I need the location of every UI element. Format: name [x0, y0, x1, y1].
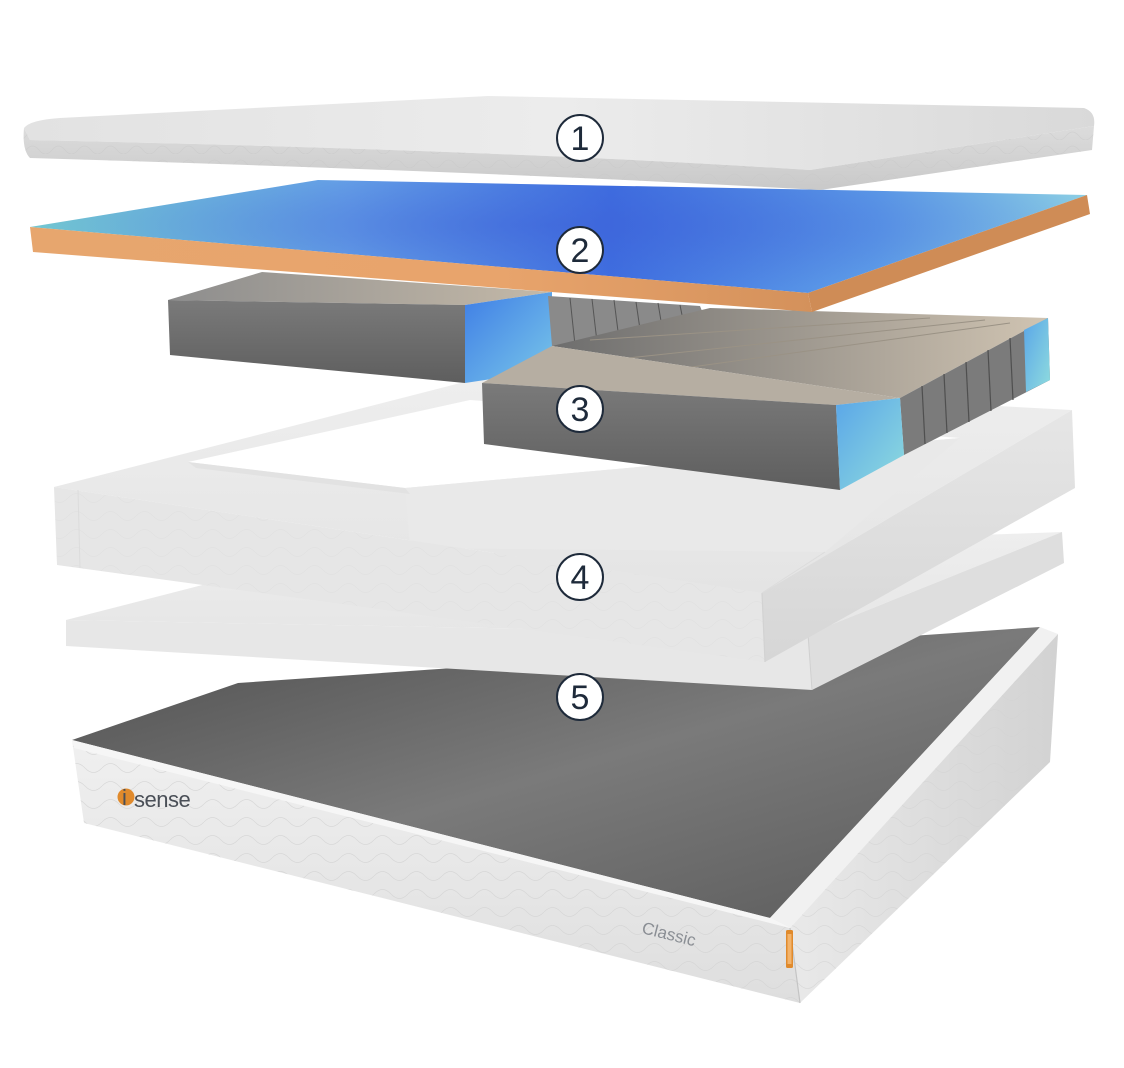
brand-logo-text: sense	[134, 787, 190, 812]
brand-logo-prefix: i	[122, 785, 126, 810]
comfort-foam-right	[808, 195, 1090, 312]
comfort-foam-front	[30, 227, 812, 312]
base-rim-right	[770, 627, 1058, 928]
base-shell: i sense Classic	[72, 627, 1058, 1004]
layer-badge-2-number: 2	[571, 232, 590, 270]
support-block-left	[168, 300, 465, 383]
layer-badge-5-number: 5	[571, 679, 590, 717]
layer-badge-1[interactable]: 1	[556, 114, 604, 162]
base-foam-right	[808, 532, 1064, 690]
comfort-foam	[30, 180, 1090, 312]
frame-right	[762, 410, 1075, 662]
layer-badge-2[interactable]: 2	[556, 226, 604, 274]
support-zones	[168, 272, 1050, 490]
brand-logo-mark	[117, 788, 135, 806]
layer-badge-1-number: 1	[571, 120, 590, 158]
brand-logo: i sense	[117, 785, 191, 812]
base-interior	[72, 627, 1040, 918]
layer-badge-4[interactable]: 4	[556, 553, 604, 601]
layer-badge-3-number: 3	[571, 391, 590, 429]
layer-badge-3[interactable]: 3	[556, 385, 604, 433]
layer-badge-5[interactable]: 5	[556, 673, 604, 721]
layer-badges: 1 2 3 4 5	[556, 114, 604, 721]
layer-badge-4-number: 4	[571, 559, 590, 597]
